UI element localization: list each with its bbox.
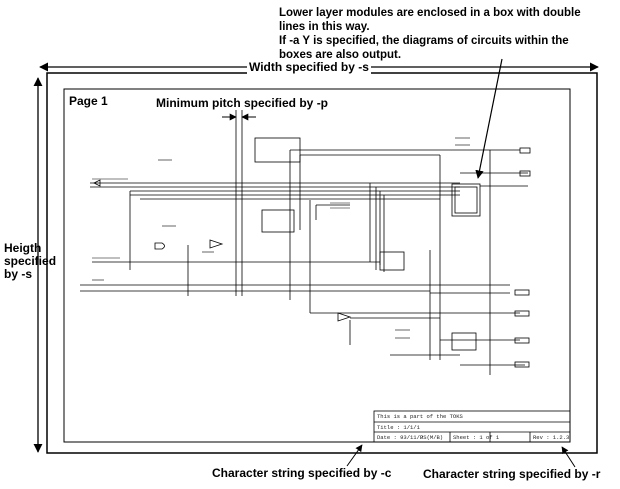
inner-frame bbox=[63, 88, 571, 443]
height-label-line: specified bbox=[4, 254, 57, 268]
title-block bbox=[373, 410, 571, 443]
note-arrow bbox=[475, 58, 503, 179]
height-label-line: by -s bbox=[4, 267, 33, 281]
module-box-a bbox=[254, 137, 301, 163]
c-arrow bbox=[346, 444, 363, 467]
annotation-note: Lower layer modules are enclosed in a bo… bbox=[279, 6, 581, 62]
note-line: Lower layer modules are enclosed in a bo… bbox=[279, 7, 581, 19]
r-arrow bbox=[561, 446, 576, 468]
height-label: Heigth specified by -s bbox=[4, 242, 56, 281]
module-box-b bbox=[261, 209, 295, 233]
pitch-label: Minimum pitch specified by -p bbox=[156, 96, 329, 110]
height-label-line: Heigth bbox=[4, 241, 42, 255]
title-block-sheet: Sheet : 1 of 1 bbox=[453, 434, 500, 441]
note-line: boxes are also output. bbox=[279, 49, 402, 61]
c-option-label: Character string specified by -c bbox=[212, 466, 392, 480]
circuit-wires bbox=[80, 146, 528, 375]
title-block-line1: This is a part of the TOKS bbox=[377, 413, 463, 420]
title-block-date: Date : 93/11/3 bbox=[377, 434, 424, 441]
note-line: If -a Y is specified, the diagrams of ci… bbox=[279, 35, 569, 47]
note-line: lines in this way. bbox=[279, 21, 370, 33]
width-label: Width specified by -s bbox=[247, 60, 371, 74]
tiny-labels bbox=[92, 137, 470, 339]
circuit-components bbox=[93, 137, 531, 368]
r-option-label: Character string specified by -r bbox=[423, 467, 601, 481]
double-line-module-box bbox=[451, 183, 481, 217]
outer-border bbox=[46, 72, 598, 454]
title-block-unit: PS(M/B) bbox=[420, 434, 444, 441]
title-block-line2: Title : 1/1/1 bbox=[377, 424, 420, 431]
title-block-rev: Rev : 1.2.3 bbox=[533, 434, 570, 441]
page-label: Page 1 bbox=[69, 94, 108, 108]
